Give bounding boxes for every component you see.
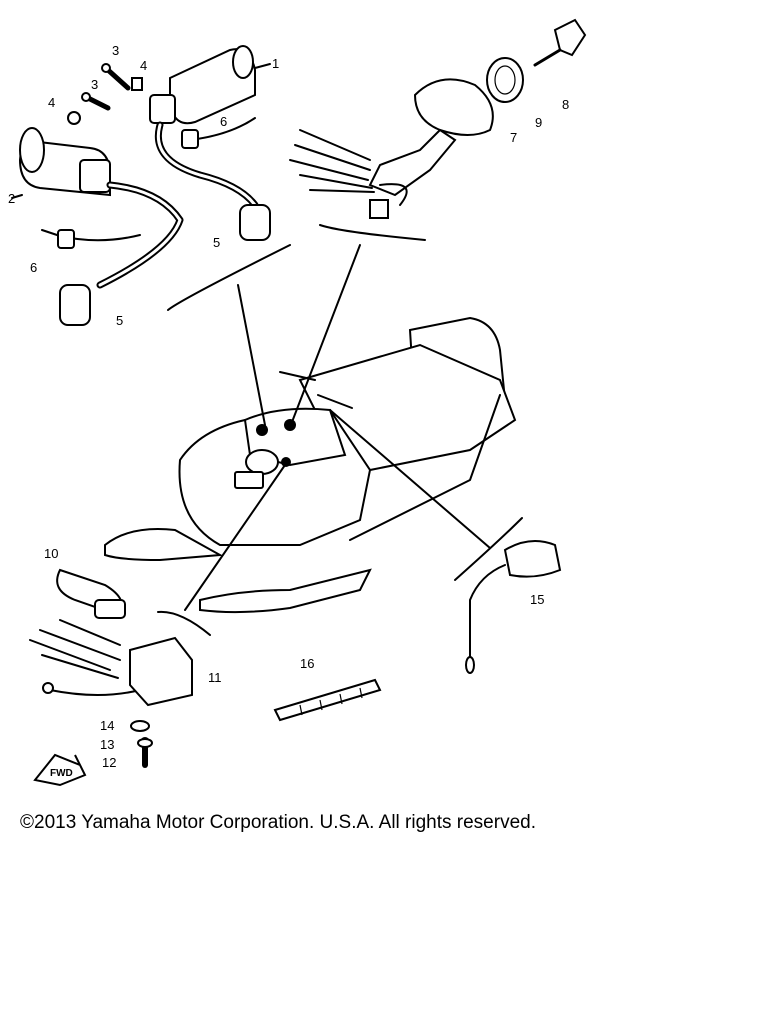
callout-5-lower: 5 xyxy=(116,313,123,328)
callout-3-upper: 3 xyxy=(112,43,119,58)
callout-11: 11 xyxy=(208,670,222,685)
washer-13 xyxy=(137,738,153,748)
parts-diagram: FWD 1 2 3 3 4 4 5 5 6 6 7 8 9 10 11 12 1… xyxy=(8,18,587,787)
part-15 xyxy=(465,540,562,674)
fwd-arrow: FWD xyxy=(33,753,87,787)
callout-16: 16 xyxy=(300,656,314,671)
callout-1: 1 xyxy=(272,56,279,71)
high-tension-lead-upper xyxy=(155,121,271,241)
callout-10: 10 xyxy=(44,546,58,561)
main-switch-7 xyxy=(289,78,494,219)
connector-6-lower xyxy=(41,229,141,249)
callout-12: 12 xyxy=(102,755,116,770)
callout-9: 9 xyxy=(535,115,542,130)
snowmobile-body xyxy=(104,316,517,614)
leader-lines xyxy=(157,224,523,636)
part-10 xyxy=(56,568,126,619)
callout-5-upper: 5 xyxy=(213,235,220,250)
callout-labels: 1 2 3 3 4 4 5 5 6 6 7 8 9 10 11 12 13 14… xyxy=(8,43,569,770)
callout-2: 2 xyxy=(8,191,15,206)
callout-6-lower: 6 xyxy=(30,260,37,275)
callout-3-lower: 3 xyxy=(91,77,98,92)
connector-6-upper xyxy=(181,117,256,149)
callout-4-lower: 4 xyxy=(48,95,55,110)
part-16 xyxy=(273,678,382,722)
high-tension-lead-lower xyxy=(59,181,184,326)
callout-15: 15 xyxy=(530,592,544,607)
ignition-key-8 xyxy=(533,18,587,67)
washer-14 xyxy=(130,720,150,732)
washer-4-upper xyxy=(131,77,143,91)
callout-6-upper: 6 xyxy=(220,114,227,129)
ignition-coil-2 xyxy=(11,127,111,199)
fwd-label: FWD xyxy=(50,768,73,779)
switch-cap-9 xyxy=(486,57,524,103)
ignition-coil-1 xyxy=(149,45,271,125)
part-11 xyxy=(29,619,193,707)
copyright-notice: ©2013 Yamaha Motor Corporation. U.S.A. A… xyxy=(20,812,536,833)
washer-4-lower xyxy=(67,111,81,125)
bolt-3-upper xyxy=(101,63,131,91)
bolt-3-lower xyxy=(81,92,111,111)
callout-8: 8 xyxy=(562,97,569,112)
callout-7: 7 xyxy=(510,130,517,145)
callout-13: 13 xyxy=(100,737,114,752)
callout-14: 14 xyxy=(100,718,114,733)
callout-4-upper: 4 xyxy=(140,58,147,73)
